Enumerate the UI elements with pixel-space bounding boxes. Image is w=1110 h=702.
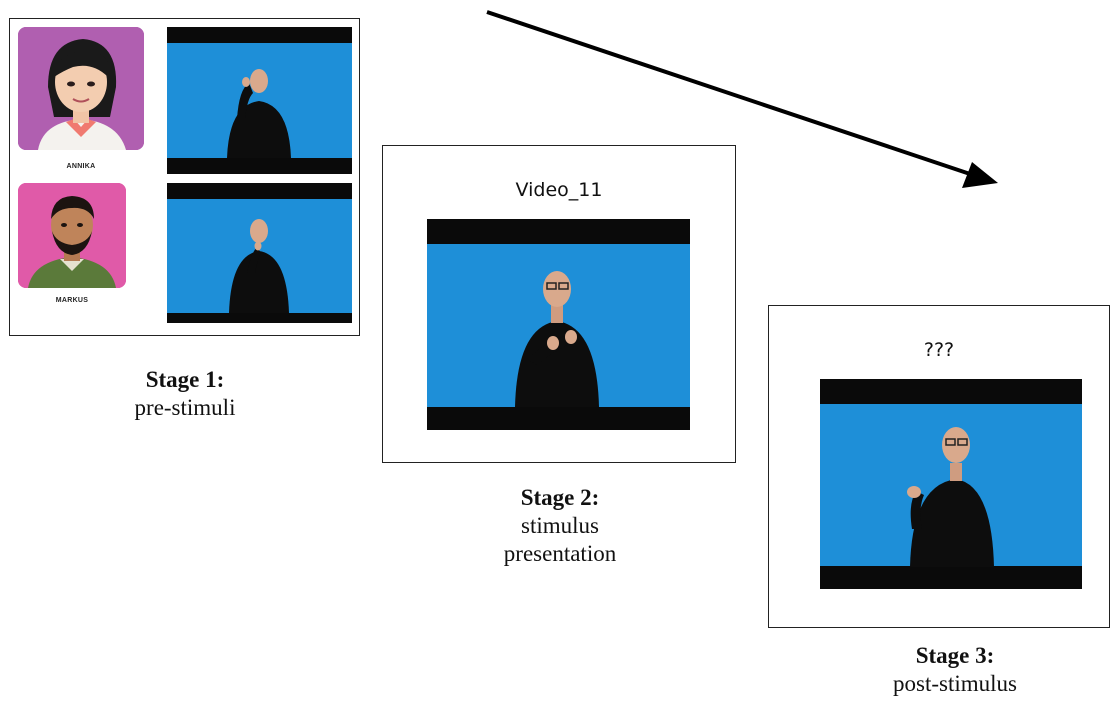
stimulus-video[interactable]: [427, 219, 690, 430]
signer-figure-icon: [227, 69, 291, 158]
stage3-caption-title: Stage 3:: [915, 643, 995, 668]
post-stimulus-video[interactable]: [820, 379, 1082, 589]
stage2-caption: Stage 2: stimulus presentation: [470, 484, 650, 568]
stage1-caption-text: pre-stimuli: [134, 395, 236, 421]
annika-avatar: [18, 27, 144, 150]
markus-avatar: [18, 183, 126, 288]
stage3-caption-text: post-stimulus: [893, 671, 1017, 697]
signer-figure-icon: [229, 219, 289, 313]
woman-avatar-icon: [18, 27, 144, 150]
stage2-caption-title: Stage 2:: [520, 485, 600, 510]
stage3-panel: ???: [768, 305, 1110, 628]
stage2-screen-title: Video_11: [515, 179, 603, 201]
man-avatar-icon: [18, 183, 126, 288]
signer-figure-icon: [515, 271, 599, 407]
stage2-panel: Video_11: [382, 145, 736, 463]
stage1-panel: ANNIKA MARKUS: [9, 18, 360, 336]
markus-name-label: MARKUS: [55, 297, 89, 304]
signer-figure-icon: [907, 427, 994, 567]
video-thumbnail-markus[interactable]: [167, 183, 352, 323]
stage3-screen-title: ???: [923, 339, 955, 361]
video-thumbnail-annika[interactable]: [167, 27, 352, 174]
stage2-caption-line1: stimulus: [521, 513, 599, 539]
annika-name-label: ANNIKA: [66, 163, 96, 170]
stage1-caption: Stage 1: pre-stimuli: [100, 366, 270, 422]
stage3-caption: Stage 3: post-stimulus: [870, 642, 1040, 698]
stage1-caption-title: Stage 1:: [145, 367, 225, 392]
stage2-caption-line2: presentation: [503, 541, 617, 567]
